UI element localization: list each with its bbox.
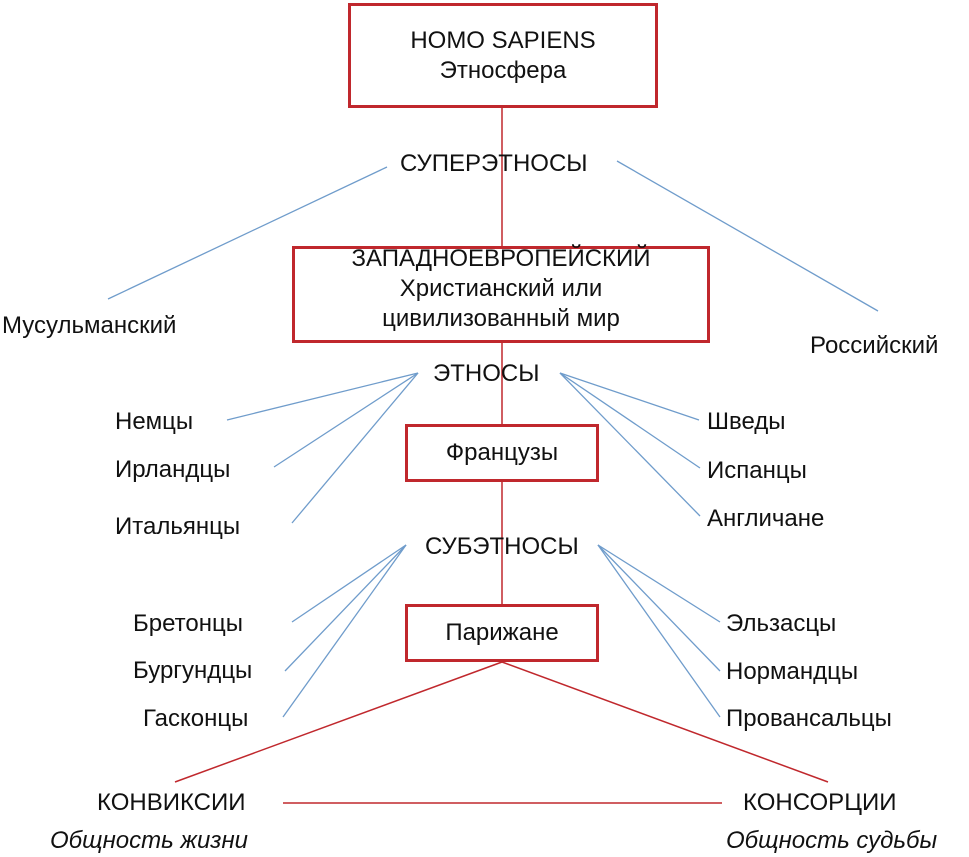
convixia-title: КОНВИКСИИ bbox=[97, 789, 246, 816]
line-parisians-to-consortia bbox=[501, 661, 829, 783]
subethnos-normans: Нормандцы bbox=[726, 658, 859, 685]
line-ethnos-to-english bbox=[559, 372, 701, 517]
subethnos-label: СУБЭТНОСЫ bbox=[425, 533, 579, 560]
line-subethnos-to-bretons bbox=[291, 544, 407, 623]
line-subethnos-to-alsatians bbox=[597, 544, 721, 623]
ethnos-spaniards: Испанцы bbox=[707, 457, 807, 484]
subethnos-gascons: Гасконцы bbox=[143, 705, 249, 732]
line-ethnos-to-irish bbox=[273, 372, 419, 468]
superethnos-russian: Российский bbox=[810, 332, 939, 359]
line-subethnos-to-provencals bbox=[597, 544, 721, 718]
parisians-box: Парижане bbox=[405, 604, 599, 662]
subethnos-provencals: Провансальцы bbox=[726, 705, 892, 732]
consortia-subtitle: Общность судьбы bbox=[726, 827, 938, 854]
line-ethnos-to-swedes bbox=[559, 372, 700, 421]
line-parisians-to-convixia bbox=[174, 661, 503, 783]
french-box: Французы bbox=[405, 424, 599, 482]
superethnos-label: СУПЕРЭТНОСЫ bbox=[400, 150, 588, 177]
ethnos-germans: Немцы bbox=[115, 408, 194, 435]
line-subethnos-to-gascons bbox=[282, 544, 407, 718]
convixia-subtitle: Общность жизни bbox=[50, 827, 248, 854]
line-ethnos-to-spaniards bbox=[559, 372, 701, 469]
ethnos-irish: Ирландцы bbox=[115, 456, 231, 483]
ethnos-label: ЭТНОСЫ bbox=[433, 360, 540, 387]
west-european-box: ЗАПАДНОЕВРОПЕЙСКИЙ Христианский или циви… bbox=[292, 245, 710, 343]
subethnos-burgundians: Бургундцы bbox=[133, 657, 253, 684]
consortia-title: КОНСОРЦИИ bbox=[743, 789, 897, 816]
west-european-title: ЗАПАДНОЕВРОПЕЙСКИЙ bbox=[351, 245, 651, 272]
ethnos-swedes: Шведы bbox=[707, 408, 786, 435]
west-european-line2: Христианский или bbox=[399, 275, 603, 302]
ethnos-italians: Итальянцы bbox=[115, 513, 241, 540]
parisians-label: Парижане bbox=[445, 619, 559, 646]
superethnos-muslim: Мусульманский bbox=[2, 312, 177, 339]
line-subethnos-to-burgundians bbox=[284, 544, 407, 672]
line-superethnos-to-russian bbox=[616, 160, 879, 312]
subethnos-bretons: Бретонцы bbox=[133, 610, 243, 637]
line-superethnos-to-muslim bbox=[107, 166, 388, 300]
root-title: HOMO SAPIENS bbox=[410, 26, 596, 54]
root-box: HOMO SAPIENS Этносфера bbox=[348, 3, 658, 108]
line-ethnos-to-italians bbox=[291, 372, 419, 524]
line-subethnos-to-normans bbox=[597, 544, 721, 672]
french-label: Французы bbox=[445, 439, 559, 466]
line-ethnos-to-germans bbox=[226, 372, 419, 421]
root-subtitle: Этносфера bbox=[439, 56, 567, 84]
ethnos-english: Англичане bbox=[707, 505, 825, 532]
west-european-line3: цивилизованный мир bbox=[382, 305, 620, 332]
subethnos-alsatians: Эльзасцы bbox=[726, 610, 837, 637]
